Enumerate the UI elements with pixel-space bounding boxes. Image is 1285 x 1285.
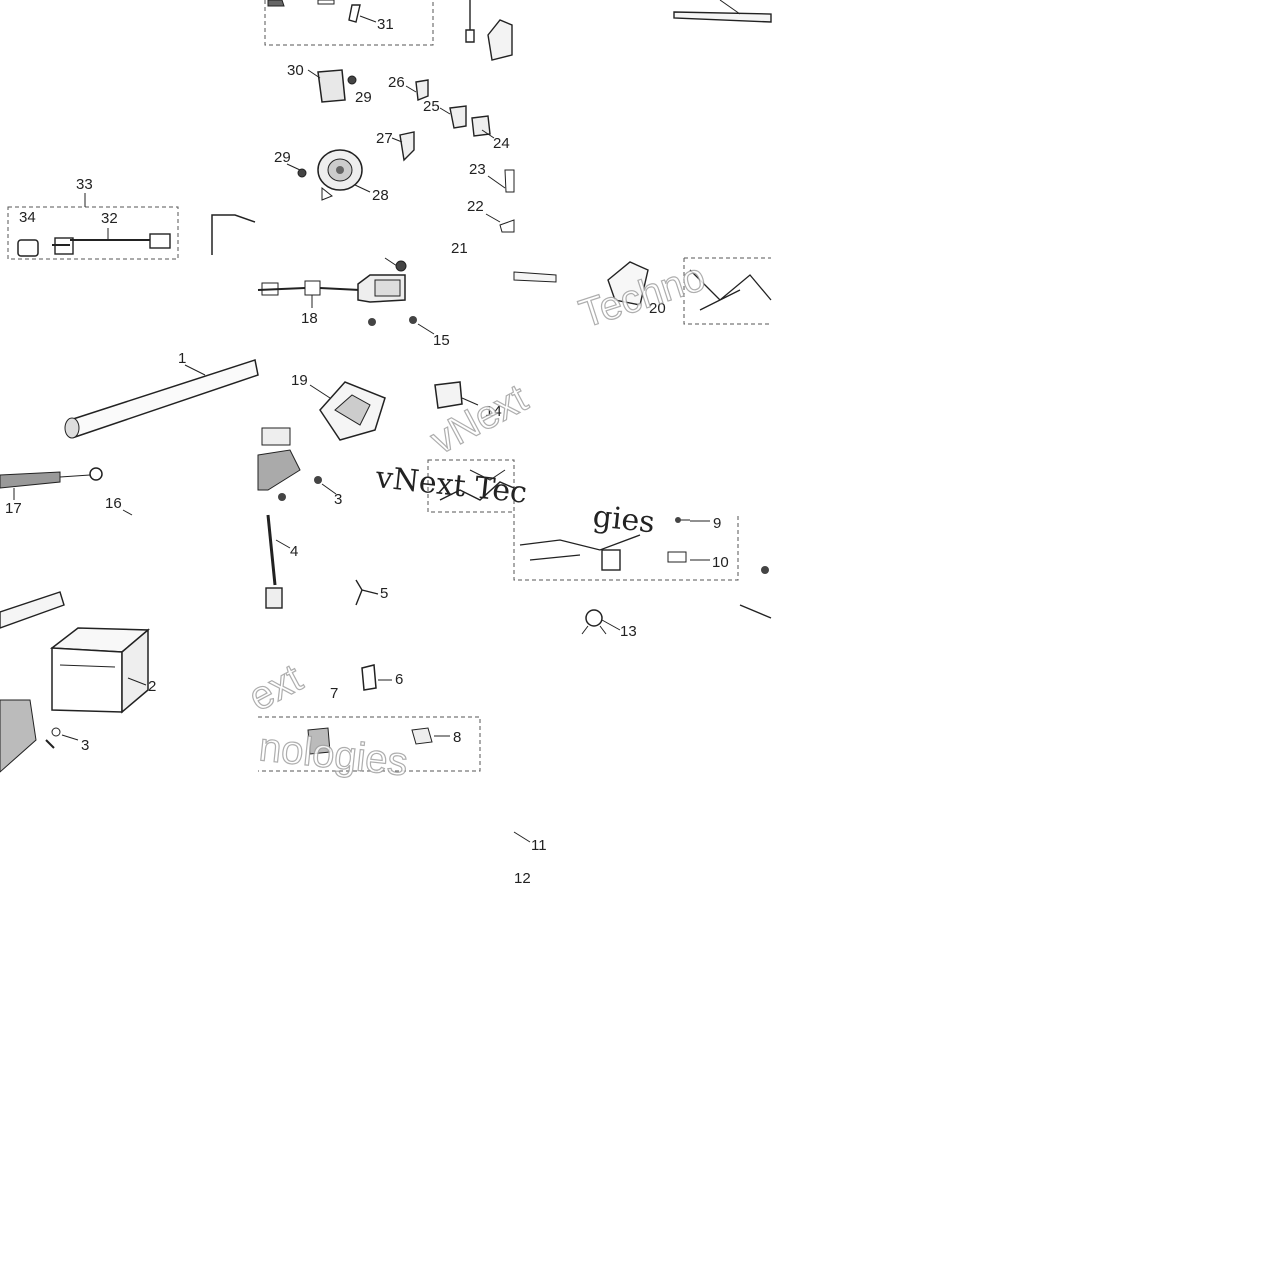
callout-26: 26 bbox=[388, 74, 405, 91]
watermarks: Techno vNext vNext Tec gies ext nologies bbox=[241, 254, 711, 785]
tile-3 bbox=[673, 0, 772, 23]
tile-4: 18 15 19 14 3 4 5 6 7 8 bbox=[257, 257, 515, 772]
callout-21: 21 bbox=[451, 240, 468, 257]
callout-15: 15 bbox=[433, 332, 450, 349]
callout-1: 1 bbox=[178, 350, 186, 367]
callout-6: 6 bbox=[395, 671, 403, 688]
dashed-group-box-7 bbox=[258, 716, 481, 772]
part-30-relay bbox=[317, 69, 346, 103]
part-17-strap bbox=[0, 467, 103, 500]
callout-17: 17 bbox=[5, 500, 22, 517]
callout-19: 19 bbox=[291, 372, 308, 389]
watermark-gies: gies bbox=[591, 499, 656, 540]
dashed-group-box-harness-2 bbox=[683, 257, 771, 325]
callout-24: 24 bbox=[493, 135, 510, 152]
callout-20: 20 bbox=[649, 300, 666, 317]
callout-7: 7 bbox=[330, 685, 338, 702]
part-15-coil bbox=[357, 274, 435, 335]
part-14-relay bbox=[434, 381, 479, 409]
part-regulator bbox=[0, 699, 37, 773]
part-27 bbox=[399, 131, 415, 162]
part-31 bbox=[348, 4, 361, 23]
part-4-wire bbox=[265, 514, 291, 609]
part-bracket bbox=[261, 427, 291, 446]
part-26-socket bbox=[405, 79, 429, 101]
dashed-group-box-33 bbox=[7, 206, 179, 260]
part-5-pin bbox=[355, 579, 379, 606]
callout-30: 30 bbox=[287, 62, 304, 79]
part-34-plug bbox=[17, 239, 39, 257]
part-18-lead bbox=[257, 280, 361, 308]
callout-3b: 3 bbox=[334, 491, 342, 508]
part-20-bracket bbox=[607, 261, 649, 306]
callout-10: 10 bbox=[712, 554, 729, 571]
part-10-connector bbox=[667, 551, 687, 563]
callout-3: 3 bbox=[81, 737, 89, 754]
part-24-socket bbox=[471, 115, 495, 139]
part-2-battery bbox=[49, 627, 150, 714]
tile-5: 20 9 10 13 11 12 bbox=[513, 257, 772, 887]
callout-8: 8 bbox=[453, 729, 461, 746]
part-1-tube bbox=[64, 359, 259, 439]
callout-22: 22 bbox=[467, 198, 484, 215]
dashed-group-box-31 bbox=[264, 0, 434, 46]
part-bar-left bbox=[0, 591, 65, 629]
tile-2: 31 30 29 26 25 24 27 29 28 23 22 21 bbox=[264, 0, 515, 257]
callout-18: 18 bbox=[301, 310, 318, 327]
callout-4: 4 bbox=[290, 543, 298, 560]
part-rod-right bbox=[513, 271, 557, 283]
callout-31: 31 bbox=[377, 16, 394, 33]
callout-13: 13 bbox=[620, 623, 637, 640]
callout-23: 23 bbox=[469, 161, 486, 178]
watermark-ext: ext bbox=[242, 656, 310, 720]
callout-29b: 29 bbox=[274, 149, 291, 166]
callout-2: 2 bbox=[148, 678, 156, 695]
dashed-group-box-9-10 bbox=[513, 514, 739, 581]
callout-9: 9 bbox=[713, 515, 721, 532]
callout-11: 11 bbox=[531, 837, 547, 854]
callout-14: 14 bbox=[485, 403, 502, 420]
watermark-vnext-tec: vNext Tec bbox=[373, 460, 529, 511]
callout-16: 16 bbox=[105, 495, 122, 512]
callout-34: 34 bbox=[19, 209, 36, 226]
callout-27: 27 bbox=[376, 130, 393, 147]
callout-5: 5 bbox=[380, 585, 388, 602]
callout-28: 28 bbox=[372, 187, 389, 204]
part-13-clamp bbox=[581, 609, 621, 635]
callout-29: 29 bbox=[355, 89, 372, 106]
callout-12: 12 bbox=[514, 870, 531, 887]
part-top-right-rod bbox=[673, 11, 772, 23]
part-6-clip bbox=[361, 664, 377, 691]
dashed-group-box-harness bbox=[427, 459, 515, 513]
watermark-nologies: nologies bbox=[257, 725, 410, 784]
callout-33: 33 bbox=[76, 176, 93, 193]
part-32-cable bbox=[52, 239, 150, 246]
callout-25: 25 bbox=[423, 98, 440, 115]
tile-1: 33 34 32 1 17 16 2 3 bbox=[0, 176, 259, 773]
part-25-socket bbox=[439, 105, 467, 129]
part-19-cdi bbox=[309, 381, 386, 441]
part-28-horn bbox=[317, 149, 371, 201]
callout-32: 32 bbox=[101, 210, 118, 227]
